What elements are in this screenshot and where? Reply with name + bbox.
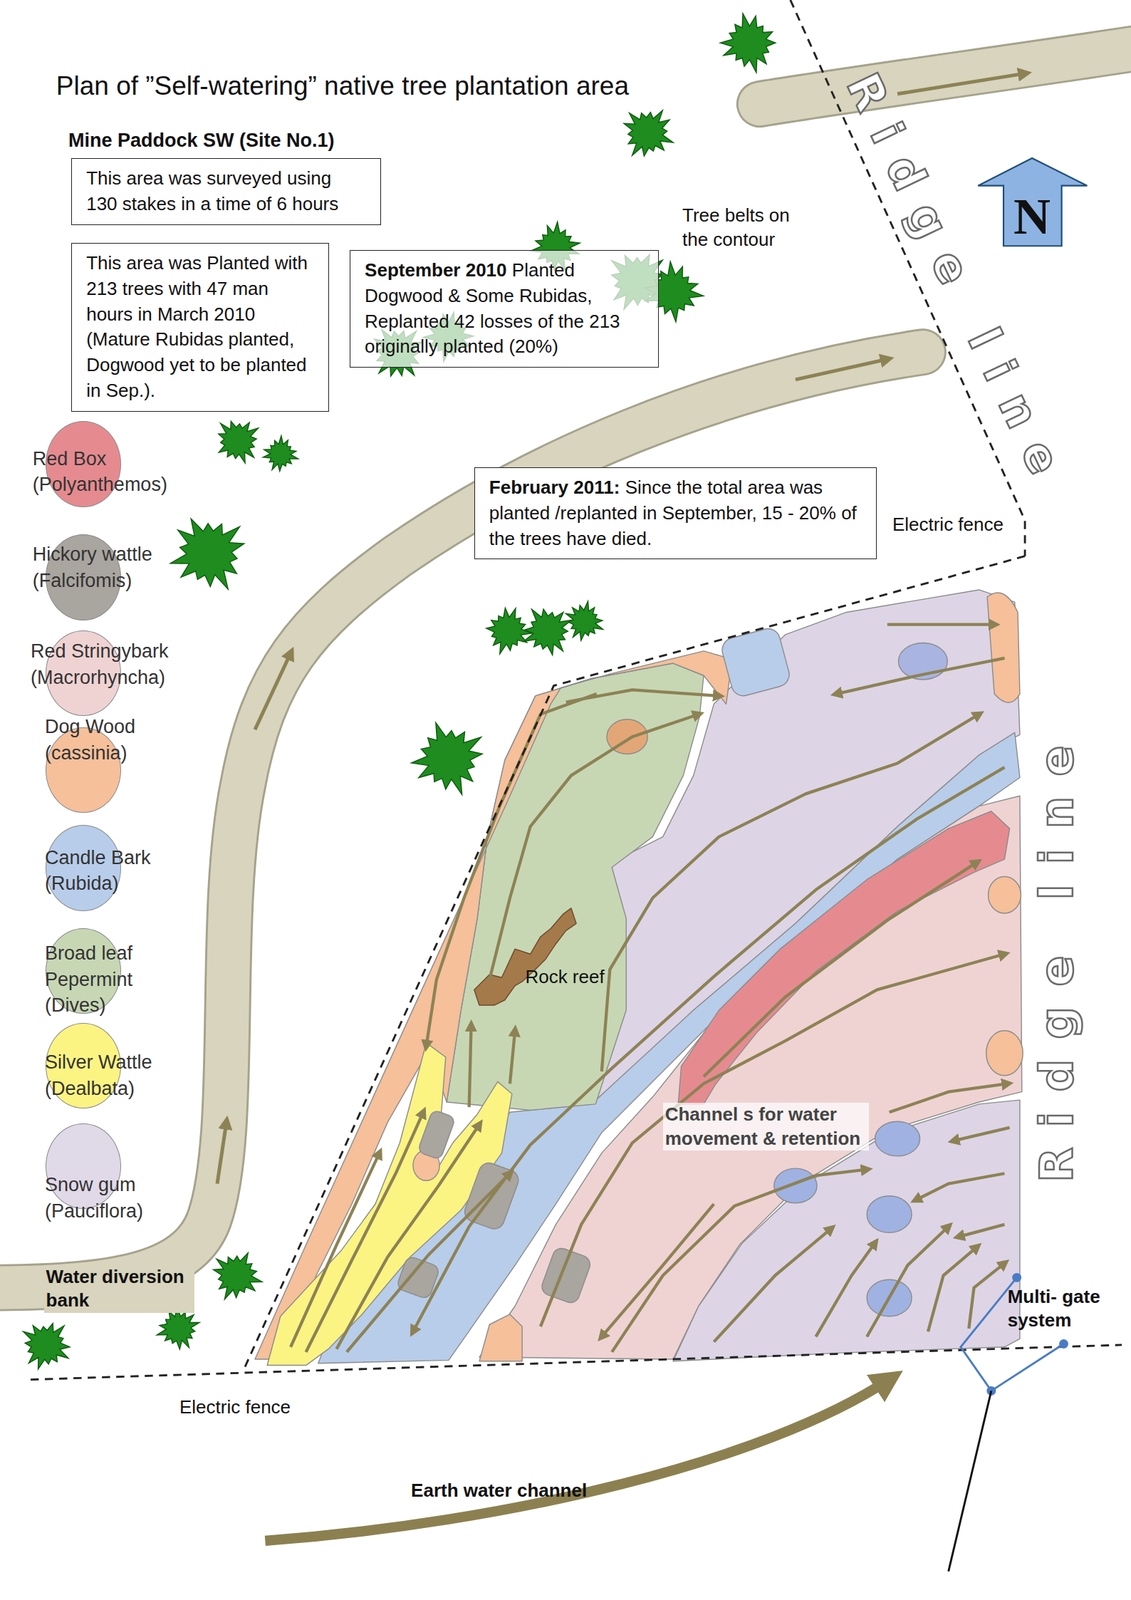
flow-arrow xyxy=(897,73,1025,95)
electric-fence xyxy=(30,1344,1122,1380)
note-heading: February 2011: xyxy=(489,476,621,498)
legend-text: Red Stringybark (Macrorhyncha) xyxy=(30,638,174,691)
tree-symbol xyxy=(523,608,572,655)
flow-arrow xyxy=(601,1203,715,1337)
flow-arrow xyxy=(469,1025,472,1108)
dogwood-patch xyxy=(479,1314,523,1362)
candle-bark-patch xyxy=(875,1121,921,1156)
plantation xyxy=(254,589,1023,1366)
tree-symbol xyxy=(170,518,245,590)
flow-arrow xyxy=(887,622,995,626)
flow-arrow xyxy=(290,1153,380,1347)
flow-arrow xyxy=(413,767,1005,1332)
rock-reef xyxy=(474,908,577,1005)
note-heading: September 2010 xyxy=(364,259,507,281)
gate-post xyxy=(1059,1338,1069,1349)
flow-arrow xyxy=(915,1173,1005,1200)
flow-arrow xyxy=(795,358,888,380)
legend-swatch xyxy=(45,727,122,813)
site-heading: Mine Paddock SW (Site No.1) xyxy=(68,128,335,154)
hickory-patch xyxy=(417,1108,456,1160)
tree-symbol xyxy=(213,1252,263,1300)
flow-arrow xyxy=(816,1242,876,1337)
flow-arrow xyxy=(713,1228,832,1342)
tree-symbol xyxy=(23,1323,70,1369)
fence-label: Electric fence xyxy=(179,1395,291,1420)
tree-symbol xyxy=(720,13,776,73)
candle-bark-patch xyxy=(774,1168,817,1203)
ridge-label: Ridge line xyxy=(830,48,1077,499)
note-box: September 2010Planted Dogwood & Some Rub… xyxy=(349,249,659,369)
tree-symbol xyxy=(565,601,603,641)
feature-label: Rock reef xyxy=(524,965,604,990)
tree-symbol xyxy=(262,435,298,472)
legend-text: Hickory wattle (Falcifomis) xyxy=(32,541,156,594)
flow-arrow xyxy=(601,714,980,1072)
dogwood-patch xyxy=(988,876,1022,914)
gate-post xyxy=(1012,1272,1022,1282)
fence-label: Electric fence xyxy=(892,512,1004,538)
note-text: This area was Planted with 213 trees wit… xyxy=(86,250,315,404)
map-note: Tree belts on the contour xyxy=(682,203,800,253)
flow-arrow xyxy=(540,953,1005,1327)
legend-text: Red Box (Polyanthemos) xyxy=(32,445,174,498)
tree-symbol xyxy=(411,722,483,795)
legend-text: Dog Wood (cassinia) xyxy=(44,713,142,766)
north-arrow xyxy=(977,158,1087,246)
tree-symbol xyxy=(218,420,259,463)
flow-arrow xyxy=(836,658,1005,694)
trees xyxy=(23,13,776,1369)
note-text: This area was surveyed using 130 stakes … xyxy=(86,165,367,218)
gate-line xyxy=(948,1390,992,1572)
legend-text: Broad leaf Pepermint (Dives) xyxy=(44,940,138,1018)
fence-lines xyxy=(30,0,1122,1380)
dogwood-patch xyxy=(987,592,1020,703)
channel-label: Channel s for water movement & retention xyxy=(663,1102,869,1151)
flow-arrow xyxy=(346,1173,510,1352)
legend-text: Snow gum (Pauciflora) xyxy=(44,1171,149,1224)
candle-bark-patch xyxy=(866,1195,912,1233)
flow-arrows xyxy=(290,624,1010,1352)
flow-arrow xyxy=(217,1122,227,1184)
flow-arrow xyxy=(958,1224,1005,1237)
gate-label: Multi- gate system xyxy=(1007,1284,1108,1332)
flow-arrow xyxy=(889,1083,1008,1112)
dogwood-patch xyxy=(986,1030,1024,1076)
flow-arrow xyxy=(489,714,699,980)
channel-label: Earth water channel xyxy=(410,1478,587,1503)
flow-arrow xyxy=(509,1030,515,1084)
note-box: This area was surveyed using 130 stakes … xyxy=(71,158,382,226)
flow-arrow xyxy=(968,1262,1005,1329)
note-box: This area was Planted with 213 trees wit… xyxy=(71,242,330,412)
ridge-label: Ridge line xyxy=(1034,725,1080,1203)
note-box: February 2011:Since the total area was p… xyxy=(474,467,878,560)
north-label: N xyxy=(1013,190,1051,243)
flow-arrow xyxy=(254,653,291,730)
tree-symbol xyxy=(623,110,674,156)
bank-label: Water diversion bank xyxy=(44,1264,195,1314)
flow-arrow xyxy=(866,1226,949,1337)
flow-arrow xyxy=(703,861,978,1077)
legend-swatch xyxy=(45,1123,122,1209)
red-box-zone xyxy=(678,811,1010,1104)
flow-arrow xyxy=(566,689,720,702)
tree-symbol xyxy=(486,607,533,654)
earth-channel-arrow xyxy=(264,1379,889,1541)
dogwood-zone xyxy=(254,650,733,1359)
flow-arrow xyxy=(953,1127,1010,1141)
flow-arrow xyxy=(336,1124,480,1349)
legend-text: Silver Wattle (Dealbata) xyxy=(44,1049,159,1102)
flow-arrow xyxy=(611,1169,867,1352)
electric-fence xyxy=(245,556,1025,1368)
title-text: Plan of ”Self-watering” native tree plan… xyxy=(56,69,629,104)
legend-text: Candle Bark (Rubida) xyxy=(44,844,157,897)
hickory-patch xyxy=(539,1245,593,1305)
